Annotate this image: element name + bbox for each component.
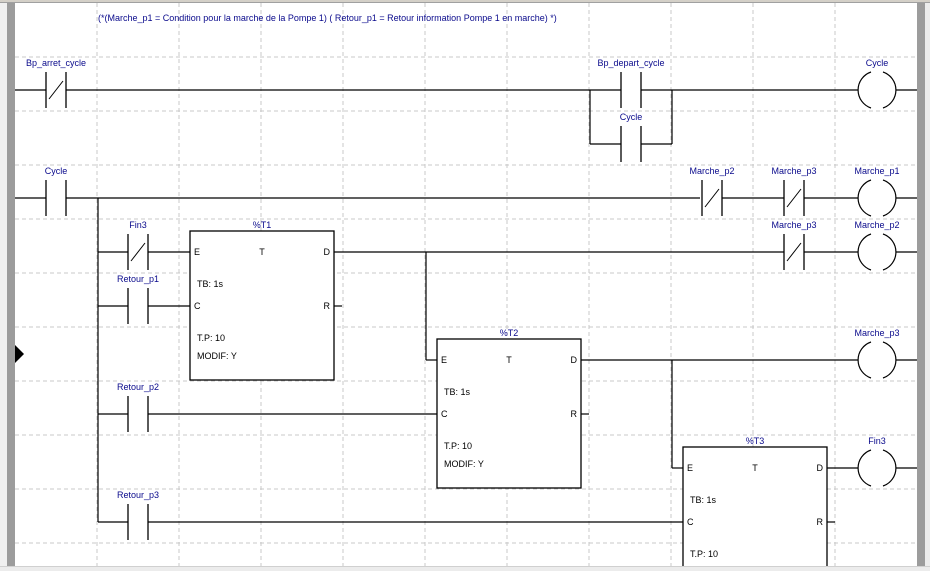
timer-block-1[interactable]: %T1E T D C R TB: 1s T.P: 10 MODIF: Y	[189, 220, 342, 381]
right-power-rail	[917, 3, 925, 566]
coil-arc-left	[857, 71, 872, 109]
wires	[15, 89, 917, 523]
timer-timebase: TB: 1s	[690, 495, 717, 505]
coil-arc-right	[882, 179, 897, 217]
timer-timebase: TB: 1s	[197, 279, 224, 289]
contact-closed-slash-icon	[130, 242, 146, 262]
timer-modif: MODIF: Y	[197, 351, 237, 361]
contact-label: Marche_p2	[689, 166, 734, 176]
ladder-diagram: (*(Marche_p1 = Condition pour la marche …	[15, 3, 917, 566]
contact-label: Fin3	[129, 220, 147, 230]
current-rung-marker-icon	[15, 345, 24, 363]
contact-closed-slash-icon	[786, 242, 802, 262]
coil-arc-left	[857, 179, 872, 217]
coil-arc-left	[857, 233, 872, 271]
timer-box	[189, 230, 335, 381]
contact-marche-p3[interactable]: Marche_p3	[771, 166, 817, 216]
coil-arc-right	[882, 449, 897, 487]
coil-marche-p2[interactable]: Marche_p2	[854, 220, 900, 271]
timer-pin-d: D	[324, 247, 331, 257]
timer-timebase: TB: 1s	[444, 387, 471, 397]
timer-pin-e: E	[441, 355, 447, 365]
timer-name: %T2	[500, 328, 519, 338]
timer-pin-t: T	[259, 247, 265, 257]
timer-pin-e: E	[194, 247, 200, 257]
timer-preset: T.P: 10	[197, 333, 225, 343]
contact-closed-slash-icon	[704, 188, 720, 208]
coil-fin3[interactable]: Fin3	[857, 436, 897, 487]
timer-pin-d: D	[571, 355, 578, 365]
window-top-border	[0, 0, 930, 3]
contact-marche-p2[interactable]: Marche_p2	[689, 166, 735, 216]
coil-label: Marche_p3	[854, 328, 899, 338]
coil-label: Marche_p2	[854, 220, 899, 230]
contact-retour-p3[interactable]: Retour_p3	[117, 490, 159, 540]
timer-pin-d: D	[817, 463, 824, 473]
contact-label: Retour_p3	[117, 490, 159, 500]
contact-label: Cycle	[620, 112, 643, 122]
timer-pin-r: R	[817, 517, 824, 527]
contact-fin3[interactable]: Fin3	[127, 220, 149, 270]
coil-arc-right	[882, 71, 897, 109]
timer-pin-c: C	[194, 301, 201, 311]
contact-label: Marche_p3	[771, 220, 816, 230]
coil-arc-left	[857, 341, 872, 379]
contact-bp-arret-cycle[interactable]: Bp_arret_cycle	[26, 58, 86, 108]
contact-marche-p3-2[interactable]: Marche_p3	[771, 220, 817, 270]
contact-label: Retour_p2	[117, 382, 159, 392]
contact-closed-slash-icon	[786, 188, 802, 208]
timer-name: %T1	[253, 220, 272, 230]
grid	[15, 3, 917, 566]
contact-label: Retour_p1	[117, 274, 159, 284]
coil-label: Marche_p1	[854, 166, 899, 176]
timer-box	[436, 338, 582, 489]
timer-pin-t: T	[752, 463, 758, 473]
contact-label: Bp_arret_cycle	[26, 58, 86, 68]
coil-arc-left	[857, 449, 872, 487]
left-power-rail	[7, 3, 15, 566]
contact-cycle[interactable]: Cycle	[45, 166, 68, 216]
contact-retour-p2[interactable]: Retour_p2	[117, 382, 159, 432]
coil-cycle[interactable]: Cycle	[857, 58, 897, 109]
ladder-canvas[interactable]: (*(Marche_p1 = Condition pour la marche …	[15, 3, 917, 566]
contact-cycle-latch[interactable]: Cycle	[620, 112, 643, 162]
coil-arc-right	[882, 341, 897, 379]
contact-bp-depart-cycle[interactable]: Bp_depart_cycle	[597, 58, 665, 108]
contact-label: Cycle	[45, 166, 68, 176]
contact-closed-slash-icon	[48, 80, 64, 100]
contact-retour-p1[interactable]: Retour_p1	[117, 274, 159, 324]
coil-marche-p1[interactable]: Marche_p1	[854, 166, 900, 217]
coil-label: Cycle	[866, 58, 889, 68]
timer-block-2[interactable]: %T2E T D C R TB: 1s T.P: 10 MODIF: Y	[436, 328, 589, 489]
vertical-scrollbar[interactable]	[925, 3, 930, 566]
timer-pin-r: R	[571, 409, 578, 419]
contact-label: Bp_depart_cycle	[597, 58, 664, 68]
timer-preset: T.P: 10	[444, 441, 472, 451]
timer-modif: MODIF: Y	[444, 459, 484, 469]
timer-pin-c: C	[687, 517, 694, 527]
horizontal-scrollbar[interactable]	[0, 566, 930, 571]
timer-pin-c: C	[441, 409, 448, 419]
contact-label: Marche_p3	[771, 166, 816, 176]
timer-name: %T3	[746, 436, 765, 446]
coil-label: Fin3	[868, 436, 886, 446]
rung-comment[interactable]: (*(Marche_p1 = Condition pour la marche …	[98, 13, 557, 23]
timer-pin-e: E	[687, 463, 693, 473]
timer-pin-r: R	[324, 301, 331, 311]
timer-preset: T.P: 10	[690, 549, 718, 559]
coil-arc-right	[882, 233, 897, 271]
timer-pin-t: T	[506, 355, 512, 365]
coil-marche-p3[interactable]: Marche_p3	[854, 328, 900, 379]
